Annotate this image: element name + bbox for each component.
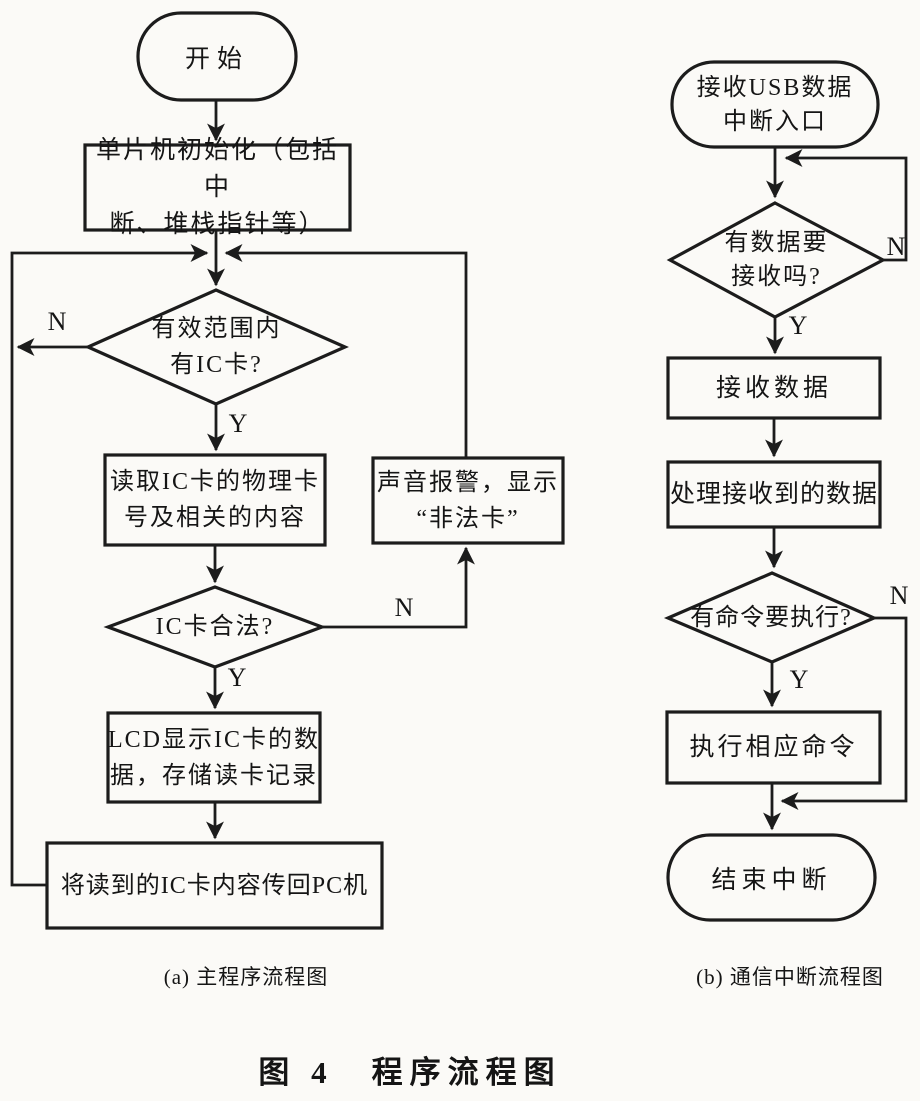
card-check-label: 有效范围内 有IC卡? <box>88 292 345 402</box>
data-check-no-label: N <box>886 232 906 261</box>
card-check-diamond-shape <box>84 288 349 406</box>
lcd-box-label: LCD显示IC卡的数 据，存储读卡记录 <box>108 713 320 802</box>
receive-box-shape <box>666 356 882 420</box>
entry-terminal-label: 接收USB数据 中断入口 <box>672 62 878 147</box>
command-check-diamond-shape <box>663 571 879 664</box>
figure-caption: 图 4 程序流程图 <box>258 1054 562 1090</box>
legal-check-diamond-shape <box>103 585 327 669</box>
entry-terminal-shape <box>670 60 880 149</box>
process-box-label: 处理接收到的数据 <box>669 481 878 508</box>
read-box-line2: 号及相关的内容 <box>124 505 306 531</box>
end-terminal-shape <box>666 833 877 922</box>
start-terminal-shape <box>136 11 298 102</box>
connector-alarm-to-junction <box>224 244 468 458</box>
alarm-box-line2: “非法卡” <box>416 505 520 532</box>
command-check-yes-label: Y <box>789 665 809 694</box>
init-box-line2: 断、堆栈指针等） <box>109 211 326 238</box>
start-terminal-label: 开始 <box>184 45 249 73</box>
alarm-box-line1: 声音报警，显示 <box>377 469 559 496</box>
end-terminal-label: 结束中断 <box>711 866 832 894</box>
init-box-label: 单片机初始化（包括中 断、堆栈指针等） <box>85 137 350 238</box>
caption-b: (b) 通信中断流程图 <box>696 965 884 989</box>
connector-command-check-no-loop <box>780 616 908 810</box>
connector-legal-check-no-to-alarm <box>322 546 475 629</box>
data-check-line2: 接收吗? <box>731 264 822 290</box>
receive-box-label: 接收数据 <box>715 374 832 402</box>
exec-box-label: 执行相应命令 <box>689 734 858 761</box>
init-box-line1: 单片机初始化（包括中 <box>95 137 339 201</box>
legal-check-no-label: N <box>394 593 414 622</box>
data-check-label: 有数据要 接收吗? <box>670 205 883 315</box>
card-check-line1: 有效范围内 <box>151 316 282 342</box>
read-box-line1: 读取IC卡的物理卡 <box>110 469 320 495</box>
lcd-box-line1: LCD显示IC卡的数 <box>108 726 320 753</box>
alarm-box-shape <box>371 456 565 545</box>
caption-a: (a) 主程序流程图 <box>163 965 329 989</box>
data-check-yes-label: Y <box>788 311 808 340</box>
command-check-label: 有命令要执行? <box>690 605 852 631</box>
connector-loop-pc-to-junction <box>10 244 209 887</box>
exec-box-shape <box>665 710 882 785</box>
data-check-line1: 有数据要 <box>724 230 829 256</box>
connector-data-check-no-loop <box>784 149 908 262</box>
command-check-no-label: N <box>889 581 909 610</box>
pc-box-label: 将读到的IC卡内容传回PC机 <box>60 872 369 899</box>
read-box-label: 读取IC卡的物理卡 号及相关的内容 <box>105 455 325 545</box>
legal-check-label: IC卡合法? <box>155 614 275 640</box>
alarm-box-label: 声音报警，显示 “非法卡” <box>373 458 563 543</box>
legal-check-yes-label: Y <box>227 663 247 692</box>
lcd-box-shape <box>106 711 322 804</box>
data-check-diamond-shape <box>666 201 887 319</box>
card-check-line2: 有IC卡? <box>170 352 263 378</box>
pc-box-shape <box>45 841 384 930</box>
card-check-no-label: N <box>47 307 67 336</box>
entry-terminal-line1: 接收USB数据 <box>696 74 854 101</box>
entry-terminal-line2: 中断入口 <box>723 108 827 135</box>
read-box-shape <box>103 453 327 547</box>
init-box-shape <box>83 143 352 232</box>
lcd-box-line2: 据，存储读卡记录 <box>110 762 318 789</box>
card-check-yes-label: Y <box>228 409 248 438</box>
process-box-shape <box>666 460 882 529</box>
